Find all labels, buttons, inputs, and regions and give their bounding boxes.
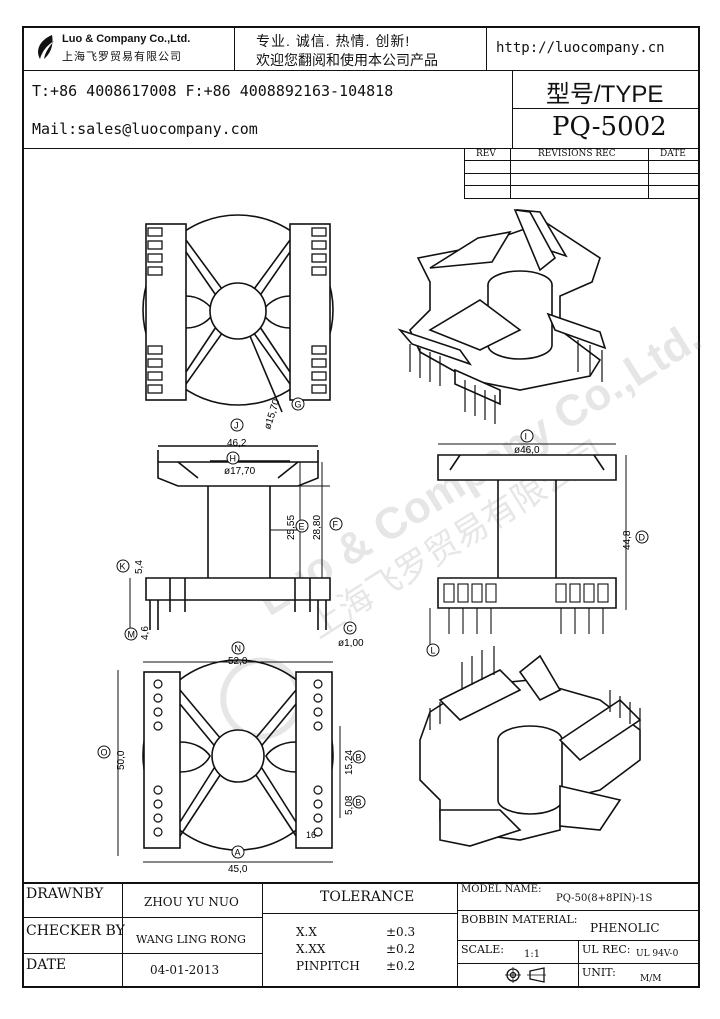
ul-rec-value: UL 94V-0	[636, 949, 679, 959]
technical-drawing: Luo & Company Co.,Ltd. 上海飞罗贸易有限公司 ø15,70…	[97, 209, 710, 875]
date-value: 04-01-2013	[150, 963, 220, 977]
rev-column-header: REV	[476, 149, 496, 159]
checker-value: WANG LING RONG	[136, 933, 246, 946]
label-l: L	[431, 646, 436, 656]
label-d: D	[639, 533, 646, 543]
date-column-header: DATE	[660, 149, 686, 159]
website-link[interactable]: http://luocompany.cn	[496, 40, 665, 56]
label-i: I	[525, 432, 528, 442]
drawnby-value: ZHOU YU NUO	[144, 895, 239, 909]
label-k: K	[120, 562, 126, 572]
pin-16: 16	[306, 830, 316, 840]
unit-value: M/M	[640, 974, 662, 984]
date-label: DATE	[26, 957, 67, 973]
scale-label: SCALE:	[461, 943, 504, 956]
type-value: PQ-5002	[552, 112, 667, 142]
dim-15-24: 15,24	[344, 750, 355, 775]
label-c: C	[347, 624, 354, 634]
company-name-cn: 上海飞罗贸易有限公司	[62, 51, 182, 63]
model-name-label: MODEL NAME:	[461, 884, 542, 895]
dim-46-0: ø46,0	[514, 445, 540, 456]
tol-xxx-value: ±0.2	[386, 942, 416, 956]
isometric-view-lower	[419, 646, 642, 847]
unit-label: UNIT:	[582, 966, 616, 979]
label-j: J	[234, 421, 239, 431]
ul-rec-label: UL REC:	[582, 943, 631, 956]
label-f: F	[333, 520, 339, 530]
tol-xxx-label: X.XX	[296, 942, 326, 956]
model-name-value: PQ-50(8+8PIN)-1S	[556, 893, 653, 904]
drawnby-label: DRAWNBY	[26, 886, 104, 902]
revisions-rec-column-header: REVISIONS REC	[538, 149, 616, 159]
projection-symbol-icon	[505, 967, 546, 983]
company-logo-icon	[38, 35, 54, 59]
label-n: N	[235, 644, 242, 654]
side-view-left	[129, 445, 331, 630]
drawing-frame	[22, 26, 700, 988]
type-label: 型号/TYPE	[546, 81, 664, 108]
dim-25-55: 25,55	[286, 515, 297, 540]
bobbin-material-label: BOBBIN MATERIAL:	[461, 913, 578, 926]
label-g: G	[295, 400, 302, 410]
tol-xx-value: ±0.3	[386, 925, 416, 939]
dim-52-0: 52,0	[228, 656, 248, 667]
dim-5-4: 5,4	[134, 560, 145, 574]
dim-5-08: 5,08	[344, 795, 355, 815]
tol-pin-value: ±0.2	[386, 959, 416, 973]
dim-15-70: ø15,70	[262, 398, 282, 431]
dim-46-2: 46,2	[227, 438, 247, 449]
isometric-view-upper	[397, 209, 607, 424]
bobbin-material-value: PHENOLIC	[590, 921, 660, 935]
dim-45-0: 45,0	[228, 864, 248, 875]
side-view-right	[429, 443, 627, 650]
dim-1-00: ø1,00	[338, 638, 364, 649]
dim-17-70: ø17,70	[224, 466, 256, 477]
dim-44-8: 44,8	[622, 530, 633, 550]
label-m: M	[128, 630, 136, 640]
label-h: H	[230, 454, 237, 464]
checker-label: CHECKER BY	[26, 923, 125, 939]
dim-4-6: 4,6	[140, 626, 151, 640]
label-o: O	[101, 748, 108, 758]
company-name: Luo & Company Co.,Ltd.	[62, 33, 191, 45]
scale-value: 1:1	[524, 949, 541, 960]
label-b: B	[356, 798, 362, 808]
dim-28-80: 28,80	[312, 515, 323, 540]
email-address[interactable]: Mail:sales@luocompany.com	[32, 120, 258, 138]
bottom-view	[117, 659, 341, 863]
slogan-line1: 专业. 诚信. 热情. 创新!	[256, 33, 411, 49]
label-b2: B	[356, 753, 362, 763]
dim-50-0: 50,0	[116, 750, 127, 770]
top-view-upper	[142, 214, 334, 413]
tol-xx-label: X.X	[296, 925, 317, 939]
label-a: A	[235, 848, 241, 858]
tol-pin-label: PINPITCH	[296, 959, 360, 973]
slogan-line2: 欢迎您翻阅和使用本公司产品	[256, 52, 438, 68]
watermark: Luo & Company Co.,Ltd. 上海飞罗贸易有限公司	[220, 312, 710, 740]
tolerance-label: TOLERANCE	[320, 889, 415, 905]
label-e: E	[299, 522, 305, 532]
phone-fax: T:+86 4008617008 F:+86 4008892163-104818	[32, 82, 394, 100]
